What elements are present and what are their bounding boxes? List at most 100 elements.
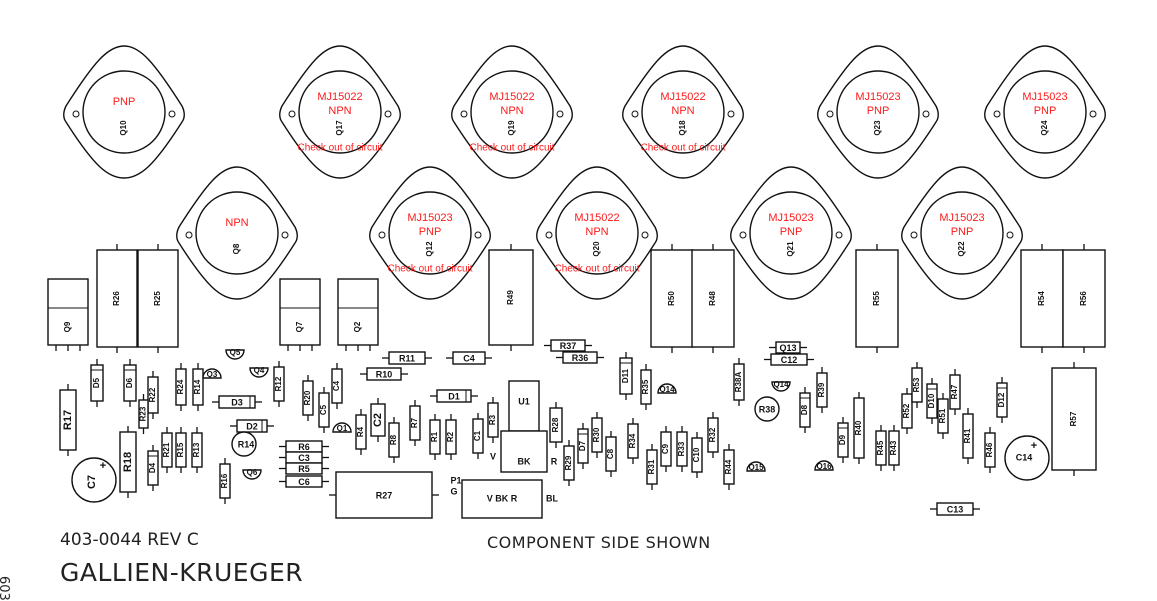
resistor-label: R54 [1037, 291, 1046, 306]
transistor-type: PNP [867, 105, 890, 117]
component-label: R40 [854, 420, 863, 435]
transistor-type: NPN [585, 226, 608, 238]
mount-hole [631, 110, 639, 118]
p1-pins-label: V BK R [487, 493, 518, 503]
component-body [218, 395, 256, 409]
component-label: D10 [927, 393, 936, 408]
transistor-ref-label: Q22 [957, 241, 966, 257]
component-label: C12 [781, 355, 798, 365]
component-label: R17 [62, 410, 74, 430]
check-note: Check out of circuit [297, 143, 382, 154]
component-c8: C8 [605, 431, 617, 477]
u1-label: U1 [518, 396, 530, 406]
to92-body [771, 381, 791, 392]
component-body [549, 407, 563, 443]
component-label: R5 [298, 464, 310, 474]
component-label: R53 [912, 377, 921, 392]
component-label: R21 [162, 442, 171, 457]
component-body [619, 357, 633, 395]
component-body [302, 380, 314, 416]
component-r47: R47 [949, 369, 961, 415]
component-r44: R44 [723, 444, 735, 490]
v-label: V [490, 451, 496, 461]
component-body [562, 351, 598, 364]
component-body [355, 414, 367, 450]
transistor-ref-label: Q10 [119, 120, 128, 136]
component-c10: C10 [691, 432, 703, 478]
bk-label: BK [518, 456, 531, 466]
mount-hole [288, 110, 296, 118]
component-r30: R30 [591, 412, 603, 458]
transistor-part-number: MJ15022 [489, 91, 534, 103]
resistor-r57: R57 [1051, 362, 1097, 476]
mount-hole [168, 110, 176, 118]
component-label: R31 [647, 459, 656, 474]
component-c12: C12 [764, 353, 814, 366]
resistor-r56: R56 [1062, 244, 1106, 353]
component-body [119, 431, 137, 493]
resistor-r49: R49 [488, 244, 534, 351]
component-body [175, 368, 187, 406]
component-q13: Q13 [769, 341, 807, 354]
resistor-r55: R55 [855, 244, 899, 353]
to3-body [920, 191, 1004, 275]
component-r51: R51 [937, 393, 949, 439]
resistor-label: R55 [872, 291, 881, 306]
component-c4: C4 [446, 351, 492, 365]
component-c13: C13 [930, 502, 980, 516]
component-r22: R22 [147, 371, 159, 419]
component-body [962, 413, 974, 459]
component-body [388, 351, 426, 365]
mount-hole [739, 231, 747, 239]
mount-hole [185, 231, 193, 239]
resistor-r25: R25 [137, 244, 179, 353]
resistor-r48: R48 [691, 244, 735, 353]
component-label: R10 [376, 369, 393, 379]
small-transistor-q1: Q1 [332, 422, 352, 433]
device-label: Q7 [295, 321, 304, 332]
component-c4: C4 [331, 363, 343, 409]
component-r20: R20 [302, 375, 314, 421]
transistor-ref-label: Q23 [873, 120, 882, 136]
component-d1: D1 [430, 389, 478, 403]
check-note: Check out of circuit [640, 143, 725, 154]
component-body [875, 430, 887, 466]
c7-plus: + [100, 460, 106, 472]
component-label: R44 [724, 459, 733, 474]
component-d3: D3 [212, 395, 262, 409]
small-transistor-q15: Q15 [746, 461, 766, 472]
device-body [47, 278, 89, 346]
to92-body [242, 469, 262, 480]
component-body [175, 432, 187, 468]
check-note: Check out of circuit [387, 264, 472, 275]
resistor-r26: R26 [96, 244, 138, 353]
to92-body [332, 422, 352, 433]
c14-label: C14 [1016, 452, 1033, 462]
component-d5: D5 [90, 359, 104, 407]
component-label: R23 [139, 406, 148, 421]
component-r6: R6 [279, 440, 329, 453]
component-label: C4 [332, 380, 341, 391]
component-d7: D7 [577, 423, 589, 469]
component-body [901, 393, 913, 429]
transistor-part-number: MJ15022 [574, 212, 619, 224]
component-r39: R39 [816, 367, 828, 413]
component-label: R3 [488, 414, 497, 425]
component-label: R29 [564, 455, 573, 470]
component-r24: R24 [175, 363, 187, 411]
component-r43: R43 [888, 425, 900, 471]
component-label: R28 [551, 417, 560, 432]
component-r53: R53 [911, 362, 923, 408]
transistor-ref-label: Q12 [425, 241, 434, 257]
heatsink-device-q7: Q7 [279, 278, 321, 351]
component-body [192, 368, 204, 406]
resistor-body [691, 249, 735, 348]
mount-hole [556, 110, 564, 118]
component-label: R16 [220, 473, 229, 488]
component-body [853, 397, 865, 459]
component-label: R45 [876, 440, 885, 455]
